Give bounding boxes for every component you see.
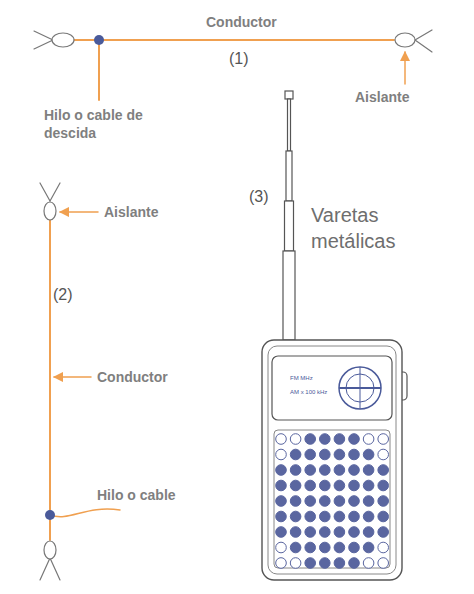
speaker-hole: [290, 480, 301, 491]
speaker-hole: [349, 434, 360, 445]
speaker-hole: [334, 480, 345, 491]
speaker-hole: [334, 527, 345, 538]
speaker-hole: [305, 449, 316, 460]
speaker-hole: [349, 449, 360, 460]
speaker-hole: [334, 542, 345, 553]
speaker-hole: [276, 527, 287, 538]
speaker-hole: [290, 511, 301, 522]
speaker-hole: [320, 511, 331, 522]
part-label: Hilo o cable: [97, 486, 176, 504]
speaker-hole: [334, 511, 345, 522]
speaker-grille: [276, 434, 389, 569]
speaker-hole: [320, 542, 331, 553]
part-label: Conductor: [97, 368, 168, 386]
speaker-hole: [378, 542, 389, 553]
speaker-hole: [320, 496, 331, 507]
part-label: Varetas metálicas: [311, 202, 451, 254]
speaker-hole: [349, 496, 360, 507]
part-label: Aislante: [355, 88, 409, 106]
speaker-hole: [290, 434, 301, 445]
speaker-hole: [320, 434, 331, 445]
speaker-hole: [305, 496, 316, 507]
speaker-hole: [305, 511, 316, 522]
speaker-hole: [276, 434, 287, 445]
speaker-hole: [334, 496, 345, 507]
speaker-hole: [320, 465, 331, 476]
part-label: Conductor: [206, 13, 277, 31]
speaker-hole: [290, 496, 301, 507]
callout-number: (2): [53, 285, 73, 306]
speaker-hole: [305, 465, 316, 476]
speaker-hole: [276, 480, 287, 491]
dial-text: AM x 100 kHz: [290, 389, 327, 397]
speaker-hole: [276, 465, 287, 476]
speaker-hole: [363, 496, 374, 507]
speaker-hole: [305, 558, 316, 569]
speaker-hole: [290, 449, 301, 460]
speaker-hole: [363, 449, 374, 460]
speaker-hole: [363, 527, 374, 538]
speaker-hole: [378, 496, 389, 507]
speaker-hole: [320, 527, 331, 538]
speaker-hole: [378, 434, 389, 445]
speaker-hole: [276, 511, 287, 522]
speaker-hole: [363, 558, 374, 569]
speaker-hole: [320, 480, 331, 491]
speaker-hole: [276, 558, 287, 569]
speaker-hole: [276, 496, 287, 507]
speaker-hole: [378, 511, 389, 522]
speaker-hole: [290, 558, 301, 569]
callout-number: (3): [249, 187, 269, 208]
speaker-hole: [320, 449, 331, 460]
speaker-hole: [276, 542, 287, 553]
speaker-hole: [305, 527, 316, 538]
part-label: Hilo o cable de descida: [44, 106, 172, 142]
speaker-hole: [334, 558, 345, 569]
speaker-hole: [378, 465, 389, 476]
speaker-hole: [305, 480, 316, 491]
speaker-hole: [305, 542, 316, 553]
speaker-hole: [349, 480, 360, 491]
speaker-hole: [378, 527, 389, 538]
speaker-hole: [349, 465, 360, 476]
speaker-hole: [334, 465, 345, 476]
speaker-hole: [363, 465, 374, 476]
radio: [262, 340, 407, 580]
speaker-hole: [320, 558, 331, 569]
speaker-hole: [378, 558, 389, 569]
callout-number: (1): [229, 49, 249, 70]
speaker-hole: [349, 558, 360, 569]
part-label: Aislante: [104, 203, 158, 221]
speaker-hole: [349, 542, 360, 553]
speaker-hole: [363, 480, 374, 491]
speaker-hole: [334, 434, 345, 445]
speaker-hole: [363, 542, 374, 553]
speaker-hole: [363, 434, 374, 445]
speaker-hole: [349, 511, 360, 522]
speaker-hole: [378, 449, 389, 460]
dial-text: FM MHz: [290, 375, 313, 383]
speaker-hole: [290, 542, 301, 553]
speaker-hole: [378, 480, 389, 491]
speaker-hole: [349, 527, 360, 538]
telescopic-antenna: [283, 91, 295, 340]
speaker-hole: [290, 527, 301, 538]
speaker-hole: [276, 449, 287, 460]
speaker-hole: [334, 449, 345, 460]
speaker-hole: [305, 434, 316, 445]
speaker-hole: [363, 511, 374, 522]
speaker-hole: [290, 465, 301, 476]
